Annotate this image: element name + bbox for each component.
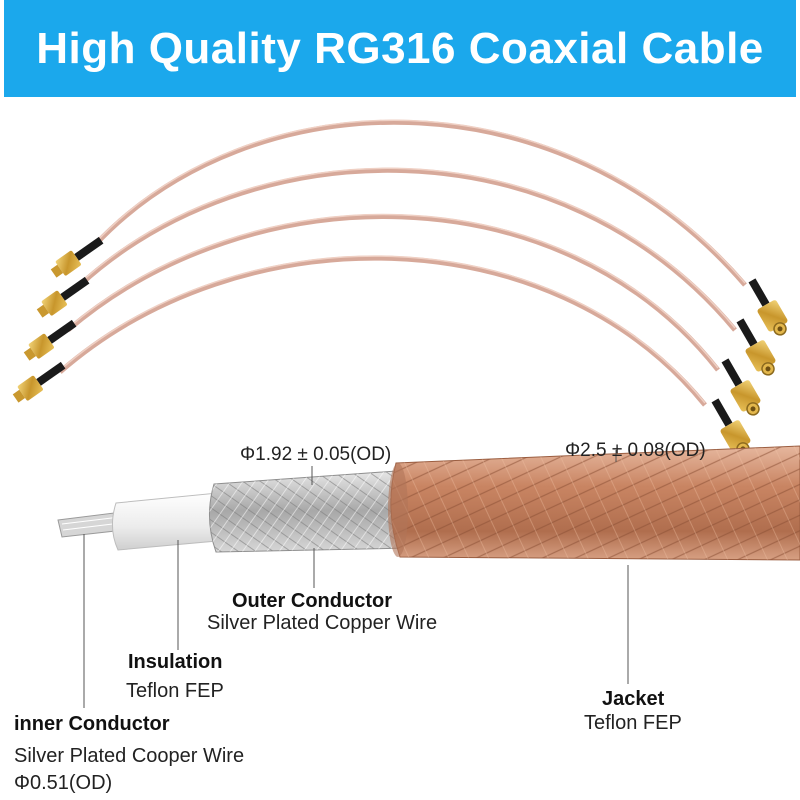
inner-conductor-od: Φ0.51(OD) bbox=[14, 772, 113, 794]
inner-conductor-title: inner Conductor bbox=[14, 713, 170, 735]
insulation-desc: Teflon FEP bbox=[126, 680, 224, 702]
jacket-desc: Teflon FEP bbox=[584, 712, 682, 734]
insulation bbox=[112, 491, 229, 551]
cable-2 bbox=[78, 167, 737, 332]
cable-3 bbox=[66, 214, 720, 372]
insulation-title: Insulation bbox=[128, 651, 223, 673]
banner-title: High Quality RG316 Coaxial Cable bbox=[36, 23, 764, 73]
outer-conductor-od-label: Φ1.92 ± 0.05(OD) bbox=[240, 444, 392, 465]
cable-cross-section bbox=[57, 445, 800, 561]
left-connectors bbox=[12, 236, 104, 403]
title-banner: High Quality RG316 Coaxial Cable bbox=[4, 0, 796, 97]
outer-conductor-desc: Silver Plated Copper Wire bbox=[207, 612, 438, 634]
cable-4 bbox=[58, 255, 707, 407]
inner-conductor-desc: Silver Plated Cooper Wire bbox=[14, 745, 245, 767]
leader-lines bbox=[83, 450, 629, 708]
outer-conductor-title: Outer Conductor bbox=[232, 590, 392, 612]
jacket-od-label: Φ2.5 ± 0.08(OD) bbox=[565, 440, 706, 461]
jacket-title: Jacket bbox=[602, 688, 665, 710]
cable-1 bbox=[93, 119, 747, 287]
cable-assemblies bbox=[58, 119, 747, 407]
